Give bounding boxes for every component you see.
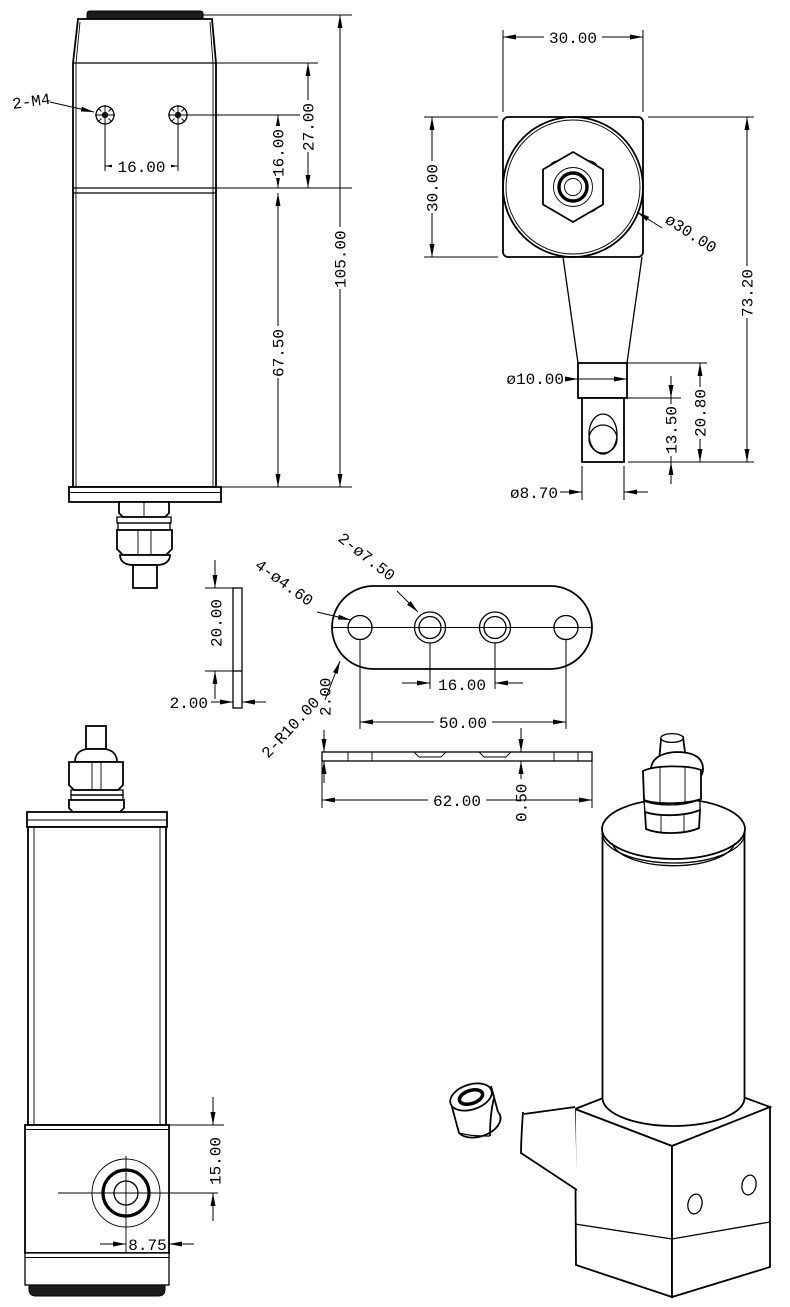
small-holes-label: 4-ø4.60 (251, 556, 316, 610)
shoulder-dim: 27.00 (301, 103, 319, 151)
tip-length-dim: 20.80 (693, 389, 711, 437)
flange-width-dim: 30.00 (549, 30, 597, 48)
flange-dia-label: ø30.00 (661, 211, 719, 257)
neck-section (577, 362, 628, 399)
flange-height-dim: 30.00 (425, 164, 443, 212)
isometric-view (449, 732, 773, 1299)
neck-dia-dim: ø10.00 (506, 371, 564, 389)
outlet-vertical-dim: 15.00 (208, 1137, 226, 1185)
flange-circle (502, 116, 644, 258)
iso-eyelet-hole (457, 1088, 485, 1106)
outlet-horizontal-dim: 8.75 (128, 1237, 166, 1255)
base-pad (28, 1284, 166, 1297)
length-dim: 62.00 (433, 793, 481, 811)
end-radius-label: 2-R10.00 (258, 694, 324, 762)
cable-gland (116, 501, 173, 589)
eyelet-dia-dim: ø8.70 (510, 485, 558, 503)
mounting-plate-view: 20.00 2.00 16.00 50.00 4-ø4.60 2-ø7.50 2… (170, 530, 593, 825)
plate-side-view (321, 751, 593, 762)
front-body-outline (72, 18, 217, 488)
wire-outlet (58, 1156, 218, 1252)
base-block (24, 1124, 170, 1254)
iso-block-hole-1 (687, 1193, 703, 1215)
m4-hole-right (168, 105, 188, 125)
thread-callout-label: 2-M4 (11, 91, 52, 114)
iso-block-hole-2 (741, 1174, 757, 1196)
front-view: 2-M4 16.00 16.00 27.00 67.50 105.00 (11, 10, 352, 589)
edge-thickness-dim: 2.00 (170, 695, 208, 713)
eyelet-length-dim: 13.50 (664, 406, 682, 454)
bottom-flange (68, 486, 222, 503)
hex-nut (542, 150, 604, 224)
thickness-dim: 2.00 (318, 678, 336, 716)
side-view: 15.00 8.75 (24, 725, 226, 1297)
top-cap (86, 10, 204, 20)
cable-gland-top (68, 725, 125, 813)
plate-width-dim: 20.00 (209, 599, 227, 647)
top-view: 30.00 30.00 ø30.00 73.20 ø10.00 20.80 13… (424, 28, 758, 503)
top-flange (26, 811, 168, 828)
cylinder-body (27, 826, 167, 1126)
total-height-dim: 105.00 (333, 230, 351, 288)
hole-spacing-dim: 16.00 (117, 159, 165, 177)
cbore-depth-dim: 0.50 (514, 784, 532, 822)
hole-pitch-dim: 16.00 (438, 677, 486, 695)
eyelet-hole (588, 413, 618, 455)
overall-dim: 73.20 (740, 269, 758, 317)
iso-block-right-face (671, 1105, 771, 1299)
body-length-dim: 67.50 (271, 329, 289, 377)
plate-edge-view (232, 587, 243, 709)
m4-hole-left (95, 105, 115, 125)
iso-probe-arm (449, 1082, 578, 1191)
iso-cable-gland (642, 732, 704, 834)
outer-pitch-dim: 50.00 (439, 715, 487, 733)
hole-offset-dim: 16.00 (271, 129, 289, 177)
large-holes-label: 2-ø7.50 (334, 530, 398, 586)
base-band (24, 1252, 170, 1286)
